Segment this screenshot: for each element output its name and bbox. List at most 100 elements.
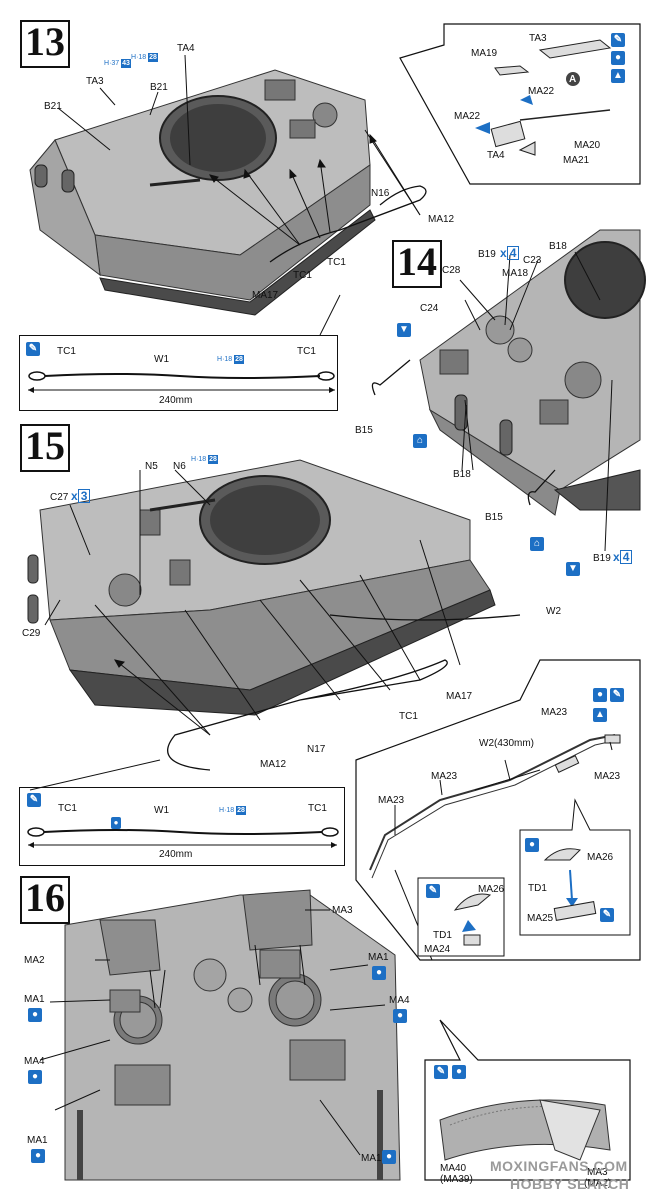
inset-label-ma20: MA20	[574, 140, 601, 151]
label-ma12: MA12	[428, 214, 455, 225]
label-ta4: TA4	[177, 43, 195, 54]
label-b15-b: B15	[485, 512, 503, 523]
inset16-label-ma3: MA3	[587, 1167, 608, 1178]
cable-drawing-13	[28, 294, 341, 393]
paint-badge-h18: H·18 28	[131, 53, 158, 62]
glue-icon: ✎	[26, 342, 40, 356]
glue-icon: ✎	[426, 884, 440, 898]
glue-icon: ✎	[27, 793, 41, 807]
cable-length-13: 240mm	[159, 395, 193, 406]
label-tc1-a: TC1	[293, 270, 312, 281]
label-c28: C28	[442, 265, 461, 276]
inset-label-ta4: TA4	[487, 150, 505, 161]
detail-label-ma25: MA25	[527, 913, 554, 924]
paint-drop-icon: ●	[611, 51, 625, 65]
label-b21-right: B21	[150, 82, 168, 93]
label-b18: B18	[549, 241, 567, 252]
label-n6: N6	[173, 461, 186, 472]
detail-label-ma26-a: MA26	[478, 884, 505, 895]
label-ma17: MA17	[252, 290, 279, 301]
cable15-label-w1: W1	[154, 805, 169, 816]
bend-icon: ⌂	[413, 434, 427, 448]
paint-drop-icon: ●	[525, 838, 539, 852]
paint-drop-icon: ●	[372, 966, 386, 980]
paint-drop-icon: ●	[593, 688, 607, 702]
cable15-label-tc1-right: TC1	[308, 803, 327, 814]
glue-icon: ✎	[610, 688, 624, 702]
cable-drawing-15	[27, 759, 339, 848]
inset16-label-ma39: (MA39)	[440, 1174, 473, 1185]
detail-label-td1-b: TD1	[528, 883, 547, 894]
detail-label-w2-430: W2(430mm)	[479, 738, 535, 749]
flip-view-icon: ▲	[611, 69, 625, 83]
glue-icon: ✎	[600, 908, 614, 922]
step-number-13: 13	[20, 20, 70, 68]
label-n5: N5	[145, 461, 158, 472]
tank-hull-rear-view-13	[29, 54, 427, 316]
label-ma2: MA2	[24, 955, 45, 966]
cable-label-tc1-left: TC1	[57, 346, 76, 357]
watermark-hobby-search: HOBBY SEARCH	[510, 1176, 630, 1192]
glue-icon: ✎	[434, 1065, 448, 1079]
detail-label-ma26-b: MA26	[587, 852, 614, 863]
label-c27: C27	[50, 492, 69, 503]
detail-label-ma23-b: MA23	[594, 771, 621, 782]
cable15-label-tc1-left: TC1	[58, 803, 77, 814]
label-c23: C23	[523, 255, 542, 266]
inset16-label-ma2: (MA2)	[584, 1178, 612, 1189]
label-ma12-15: MA12	[260, 759, 287, 770]
step-number-16: 16	[20, 876, 70, 924]
label-tc1-b: TC1	[327, 257, 346, 268]
detail-label-ma24: MA24	[424, 944, 451, 955]
cable-label-w1: W1	[154, 354, 169, 365]
inset-circle-a: A	[569, 74, 577, 85]
label-b19: B19	[478, 249, 496, 260]
inset-label-ma19: MA19	[471, 48, 498, 59]
detail-label-ma23-a: MA23	[541, 707, 568, 718]
detail-label-ma23-c: MA23	[431, 771, 458, 782]
paint-drop-icon: ●	[452, 1065, 466, 1079]
inset-label-ma22-a: MA22	[528, 86, 555, 97]
label-ma1-d: MA1	[361, 1153, 382, 1164]
cable-detail-box-15	[19, 787, 345, 866]
label-ma1-c: MA1	[27, 1135, 48, 1146]
cable-label-tc1-right: TC1	[297, 346, 316, 357]
paint-drop-icon: ●	[28, 1008, 42, 1022]
glue-icon: ▼	[566, 562, 580, 576]
paint-drop-icon: ●	[382, 1150, 396, 1164]
cable15-paint-badge: H·18 28	[219, 806, 246, 815]
watermark-moxingfans: MOXINGFANS.COM	[490, 1158, 628, 1174]
label-c29: C29	[22, 628, 41, 639]
tank-hull-rear-view-15	[27, 459, 521, 771]
label-ta3: TA3	[86, 76, 104, 87]
inset-label-ma22-b: MA22	[454, 111, 481, 122]
paint-drop-icon: ●	[393, 1009, 407, 1023]
label-ma4-a: MA4	[389, 995, 410, 1006]
inset-label-ma21: MA21	[563, 155, 590, 166]
detail-label-td1-a: TD1	[433, 930, 452, 941]
glue-icon: ▼	[397, 323, 411, 337]
paint-drop-icon: ●	[31, 1149, 45, 1163]
step-number-14: 14	[392, 240, 442, 288]
label-w2: W2	[546, 606, 561, 617]
label-ma18: MA18	[502, 268, 529, 279]
flip-view-icon: ▲	[593, 708, 607, 722]
bend-icon: ⌂	[530, 537, 544, 551]
inset-label-ta3: TA3	[529, 33, 547, 44]
glue-icon: ✎	[611, 33, 625, 47]
detail-label-ma23-d: MA23	[378, 795, 405, 806]
cable15-length: 240mm	[159, 849, 193, 860]
inset16-label-ma40: MA40	[440, 1163, 467, 1174]
paint-badge-h18-15: H·18 28	[191, 455, 218, 464]
label-c24: C24	[420, 303, 439, 314]
label-b21-left: B21	[44, 101, 62, 112]
label-ma17-15: MA17	[446, 691, 473, 702]
label-tc1-15: TC1	[399, 711, 418, 722]
cable-paint-badge: H·18 28	[217, 355, 244, 364]
label-b19-b: B19	[593, 553, 611, 564]
label-ma1-b: MA1	[24, 994, 45, 1005]
